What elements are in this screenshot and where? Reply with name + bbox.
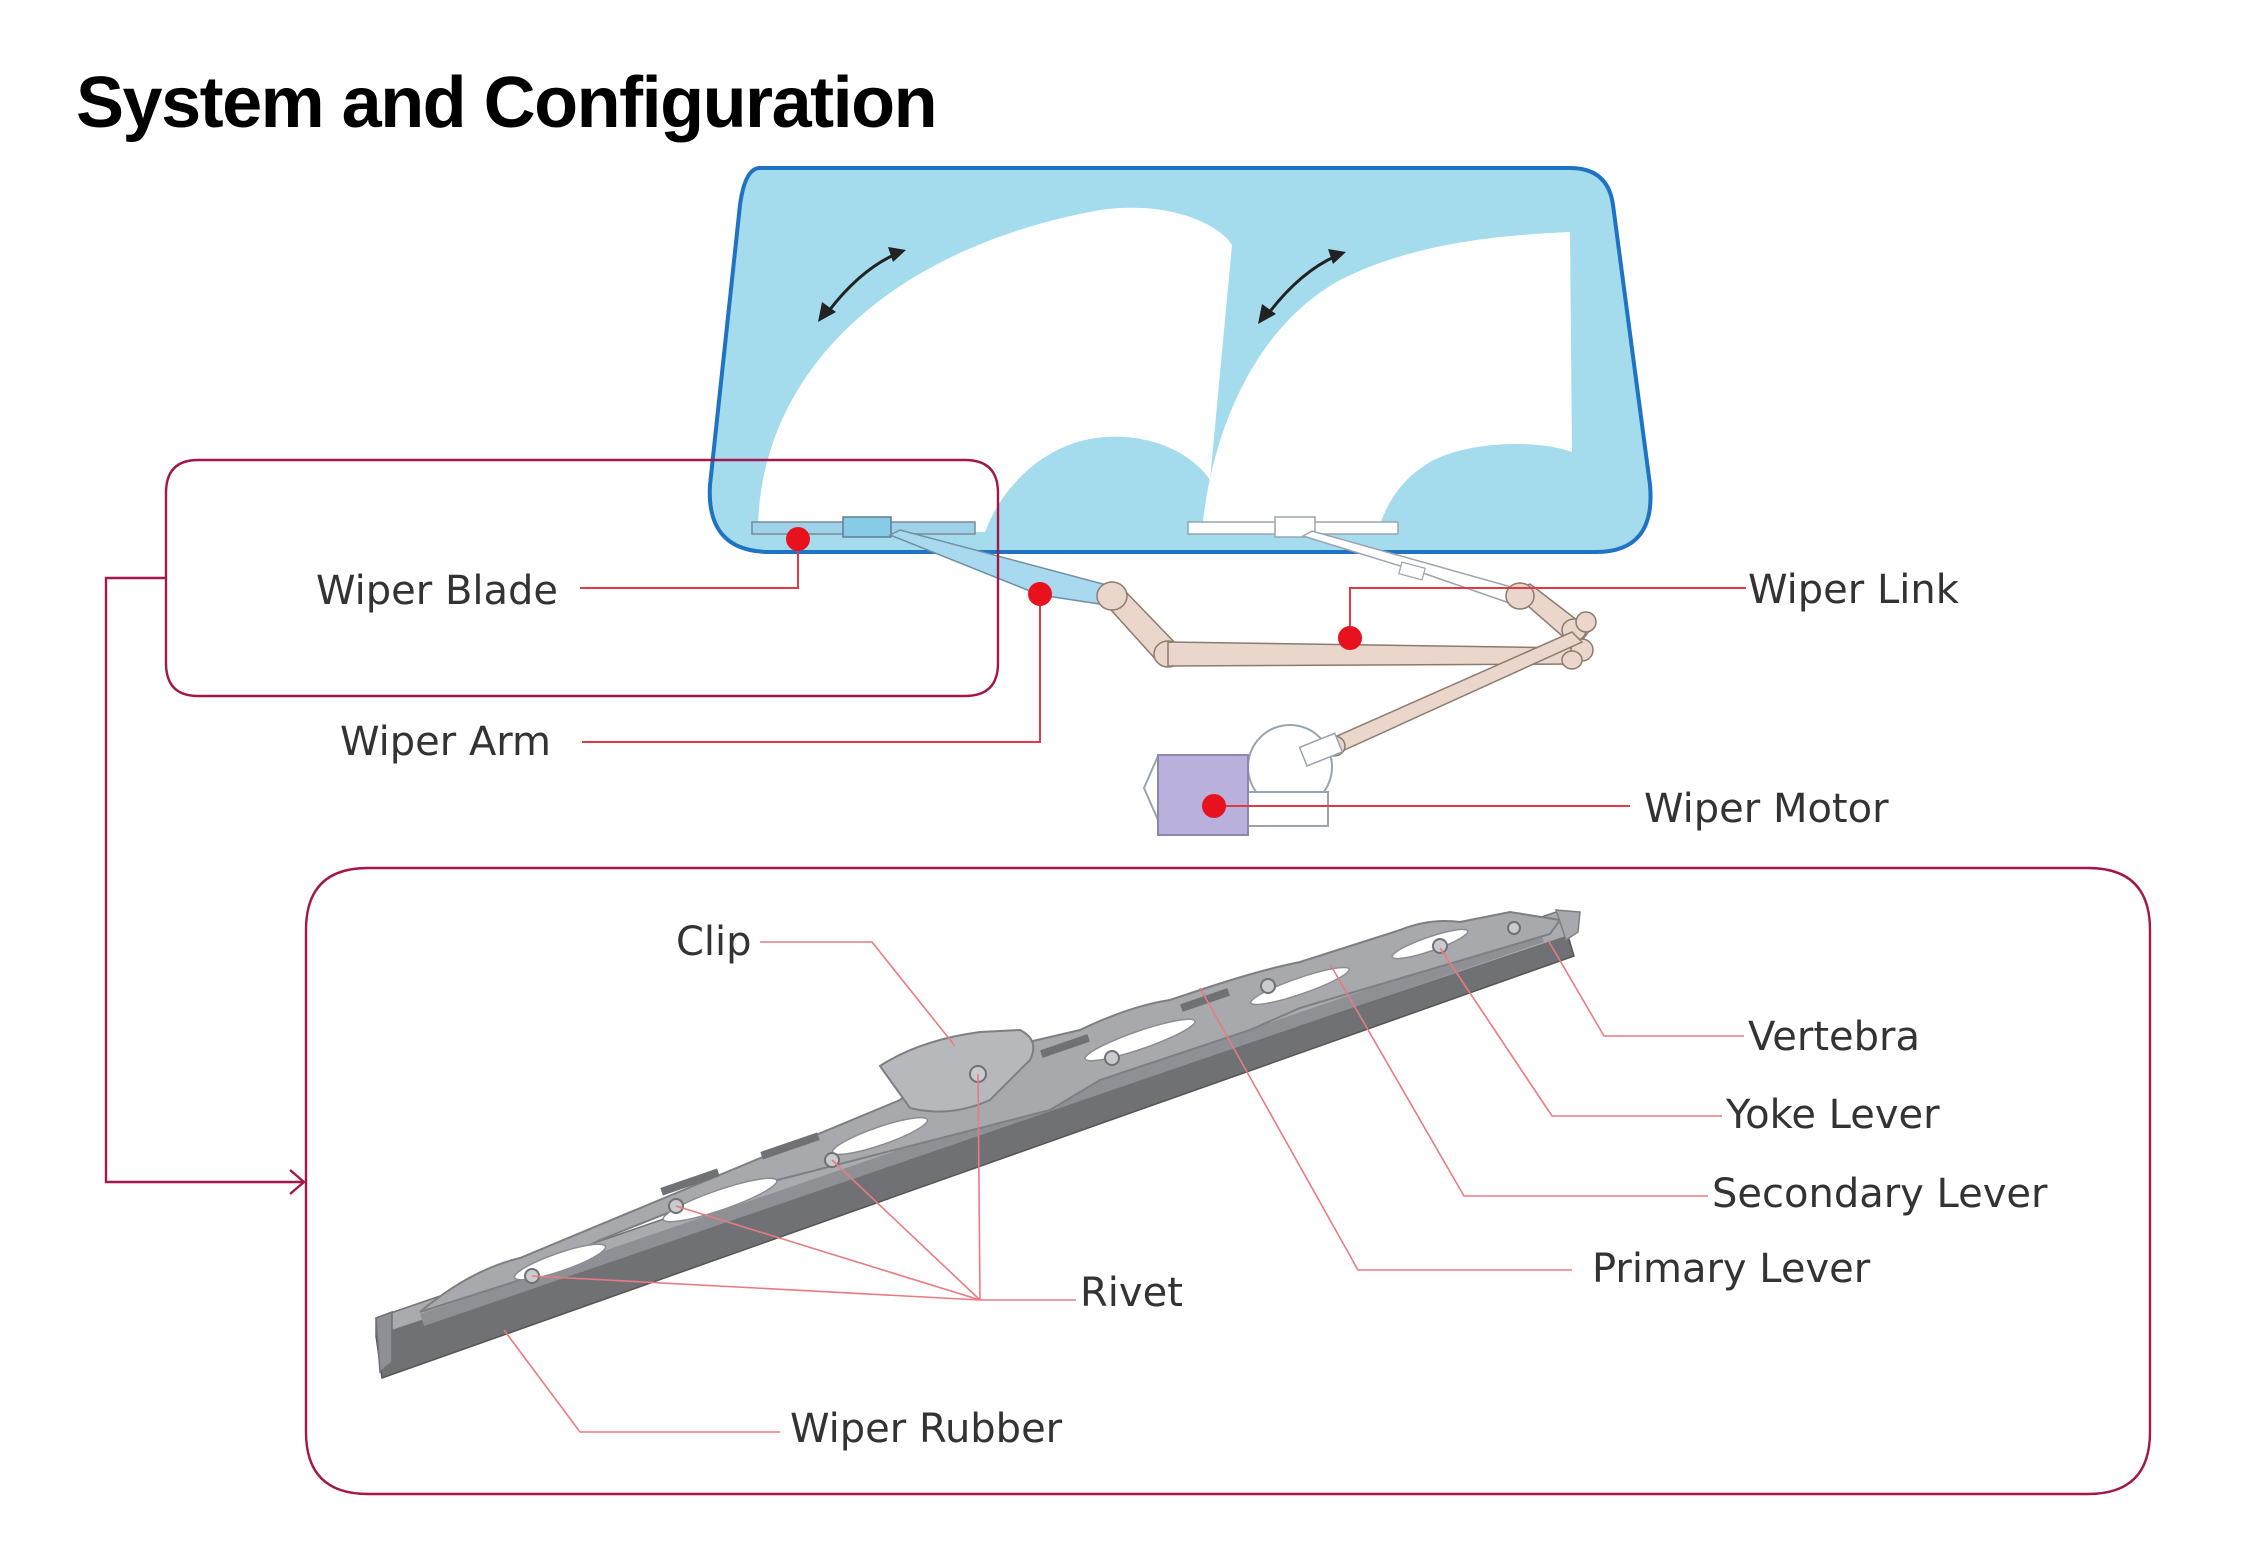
blade-detail-panel xyxy=(304,866,2152,1496)
wiper-blade-marker xyxy=(786,527,810,551)
secondary-lever-callout: Secondary Lever xyxy=(1329,963,2048,1217)
wiper-arm-callout: Wiper Arm xyxy=(340,582,1052,765)
right-sweep-arrow-icon xyxy=(1258,249,1346,324)
connector-arrowhead-icon xyxy=(289,1169,306,1195)
wiper-linkage xyxy=(888,529,1597,757)
clip-label: Clip xyxy=(676,919,752,965)
wiper-blade-callout: Wiper Blade xyxy=(316,527,810,614)
wiper-rubber-label: Wiper Rubber xyxy=(790,1406,1063,1452)
wiper-motor-marker xyxy=(1202,794,1226,818)
primary-lever-callout: Primary Lever xyxy=(1199,987,1871,1292)
clip xyxy=(878,1028,1035,1113)
rivet-label: Rivet xyxy=(1080,1270,1183,1316)
primary-lever xyxy=(419,910,1562,1313)
wiper-arm-marker xyxy=(1028,582,1052,606)
wiper-link-callout: Wiper Link xyxy=(1338,567,1960,650)
wiper-blade-label: Wiper Blade xyxy=(316,568,558,614)
vertebra-label: Vertebra xyxy=(1748,1014,1920,1060)
wiper-link-label: Wiper Link xyxy=(1748,567,1960,613)
vertebra-callout: Vertebra xyxy=(1547,939,1920,1060)
secondary-lever-label: Secondary Lever xyxy=(1712,1171,2048,1217)
clip-callout: Clip xyxy=(676,919,956,1047)
windshield xyxy=(707,166,1653,554)
primary-lever-label: Primary Lever xyxy=(1592,1246,1871,1292)
wiper-arm-label: Wiper Arm xyxy=(340,719,551,765)
rivet-callout: Rivet xyxy=(531,1073,1183,1316)
wiper-rubber xyxy=(375,935,1575,1380)
wiper-blade-assembly xyxy=(375,909,1581,1380)
yoke-lever-callout: Yoke Lever xyxy=(1439,947,1940,1138)
yoke-lever-label: Yoke Lever xyxy=(1725,1092,1940,1138)
wiper-motor xyxy=(1142,724,1344,836)
connector-arrow xyxy=(104,576,302,1184)
wiper-motor-callout: Wiper Motor xyxy=(1202,786,1889,832)
left-sweep-arrow-icon xyxy=(818,247,906,322)
wiper-rubber-callout: Wiper Rubber xyxy=(503,1329,1063,1452)
page-title: System and Configuration xyxy=(76,63,938,143)
wiper-motor-label: Wiper Motor xyxy=(1644,786,1889,832)
wiper-link-marker xyxy=(1338,626,1362,650)
wiper-blade-callout-box xyxy=(164,458,1000,698)
